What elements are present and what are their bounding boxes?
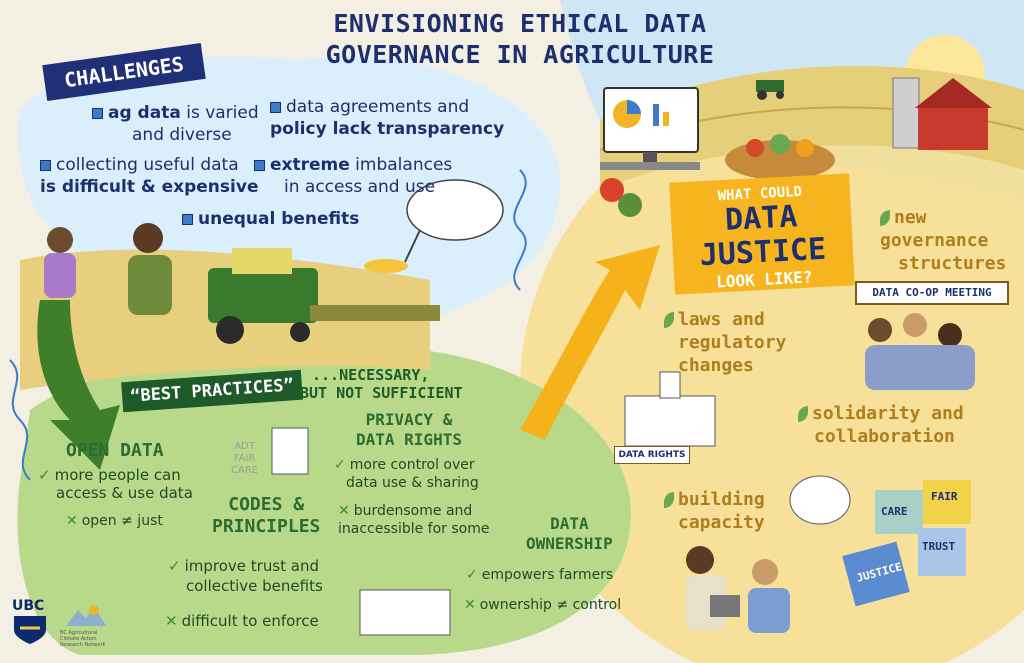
meeting-people-icon bbox=[868, 318, 892, 342]
codes-pro: ✓improve trust and collective benefits bbox=[168, 557, 323, 595]
codes-heading: CODES & PRINCIPLES bbox=[212, 494, 321, 537]
open-data-section: OPEN DATA ✓more people can access & use … bbox=[38, 440, 193, 530]
data-rights-sign: DATA RIGHTS bbox=[614, 446, 690, 464]
speech-bubble-icon bbox=[789, 475, 851, 525]
capitol-building-icon bbox=[624, 395, 716, 447]
puzzle-fair bbox=[923, 480, 971, 524]
checkmark-icon: ✓ bbox=[466, 567, 478, 583]
puzzle-label-care: CARE bbox=[881, 505, 908, 518]
data-justice-line2: DATA JUSTICE bbox=[698, 199, 828, 274]
challenge-item-5: unequal benefits bbox=[182, 208, 359, 230]
governance-item: new governance structures bbox=[880, 207, 1007, 274]
farmer-person-icon bbox=[47, 227, 73, 253]
ownership-con: ✕ownership ≠ control bbox=[464, 597, 622, 613]
leaf-icon bbox=[880, 210, 890, 226]
privacy-con: ✕burdensome and inaccessible for some bbox=[338, 503, 490, 537]
laptop-icon bbox=[710, 595, 740, 617]
leaf-icon bbox=[798, 406, 808, 422]
checkmark-icon: ✓ bbox=[334, 457, 346, 473]
x-mark-icon: ✕ bbox=[66, 513, 78, 529]
x-mark-icon: ✕ bbox=[165, 612, 178, 630]
tractor-icon bbox=[756, 80, 784, 92]
farmer-person-icon-2 bbox=[133, 223, 163, 253]
yellow-arrow-icon bbox=[520, 245, 660, 440]
person-laptop-icon bbox=[686, 546, 714, 574]
checkmark-icon: ✓ bbox=[168, 557, 181, 575]
challenge-item-4: extreme imbalances in access and use bbox=[254, 154, 452, 198]
privacy-pro: ✓more control over data use & sharing bbox=[334, 457, 479, 491]
bullet-icon bbox=[182, 213, 193, 225]
bullet-icon bbox=[254, 159, 265, 171]
solidarity-item: solidarity and collaboration bbox=[798, 402, 964, 448]
challenge-item-2: data agreements and policy lack transpar… bbox=[270, 97, 505, 139]
open-data-con: ✕open ≠ just bbox=[66, 513, 163, 529]
coop-meeting-sign: DATA CO-OP MEETING bbox=[855, 281, 1009, 305]
open-data-pro: ✓more people can access & use data bbox=[38, 466, 193, 502]
farmer-cap-icon bbox=[752, 559, 778, 585]
puzzle-trust bbox=[918, 528, 966, 576]
capacity-item: building capacity bbox=[664, 488, 765, 534]
codes-con: ✕difficult to enforce bbox=[165, 612, 319, 630]
puzzle-justice bbox=[842, 541, 910, 607]
title-line-1: ENVISIONING ETHICAL DATA bbox=[333, 9, 707, 38]
codes-tags: ADT FAIR CARE bbox=[231, 441, 259, 476]
bcacr-logo-text: BC Agricultural Climate Action Research … bbox=[60, 630, 106, 648]
puzzle-care bbox=[875, 490, 923, 534]
bullet-icon bbox=[92, 107, 103, 119]
bullet-icon bbox=[40, 159, 51, 171]
bcacr-logo-icon bbox=[66, 605, 106, 626]
best-practices-note: ...NECESSARY, BUT NOT SUFFICIENT bbox=[300, 366, 463, 402]
combine-harvester-icon bbox=[208, 268, 318, 323]
barn-icon bbox=[918, 105, 988, 150]
checkmark-icon: ✓ bbox=[38, 466, 51, 484]
challenge-item-1: ag data is varied and diverse bbox=[92, 102, 259, 146]
leaf-icon bbox=[664, 312, 674, 328]
data-justice-box: WHAT COULD DATA JUSTICE LOOK LIKE? bbox=[669, 173, 855, 295]
clipboard-icon bbox=[271, 427, 309, 475]
puzzle-label-fair: FAIR bbox=[931, 490, 958, 503]
x-mark-icon: ✕ bbox=[464, 597, 476, 613]
bullet-icon bbox=[270, 101, 281, 113]
x-mark-icon: ✕ bbox=[338, 503, 350, 519]
title-line-2: GOVERNANCE IN AGRICULTURE bbox=[325, 40, 715, 69]
silo-icon bbox=[892, 77, 920, 149]
ownership-heading: DATA OWNERSHIP bbox=[526, 514, 613, 553]
leaf-icon bbox=[664, 492, 674, 508]
ownership-pro: ✓empowers farmers bbox=[466, 567, 614, 583]
privacy-heading: PRIVACY & DATA RIGHTS bbox=[356, 410, 462, 449]
desk-papers-icon bbox=[359, 589, 451, 636]
dna-strand-icon bbox=[513, 169, 527, 291]
net-icon bbox=[406, 179, 504, 241]
puzzle-label-trust: TRUST bbox=[922, 540, 956, 553]
page-title: ENVISIONING ETHICAL DATA GOVERNANCE IN A… bbox=[300, 8, 740, 70]
green-arrow-icon bbox=[37, 300, 121, 470]
challenge-item-3: collecting useful data is difficult & ex… bbox=[40, 155, 259, 197]
vegetables-icon bbox=[600, 178, 624, 202]
ubc-logo: UBC bbox=[12, 598, 54, 650]
open-data-heading: OPEN DATA bbox=[66, 440, 164, 461]
laws-item: laws and regulatory changes bbox=[664, 308, 786, 377]
